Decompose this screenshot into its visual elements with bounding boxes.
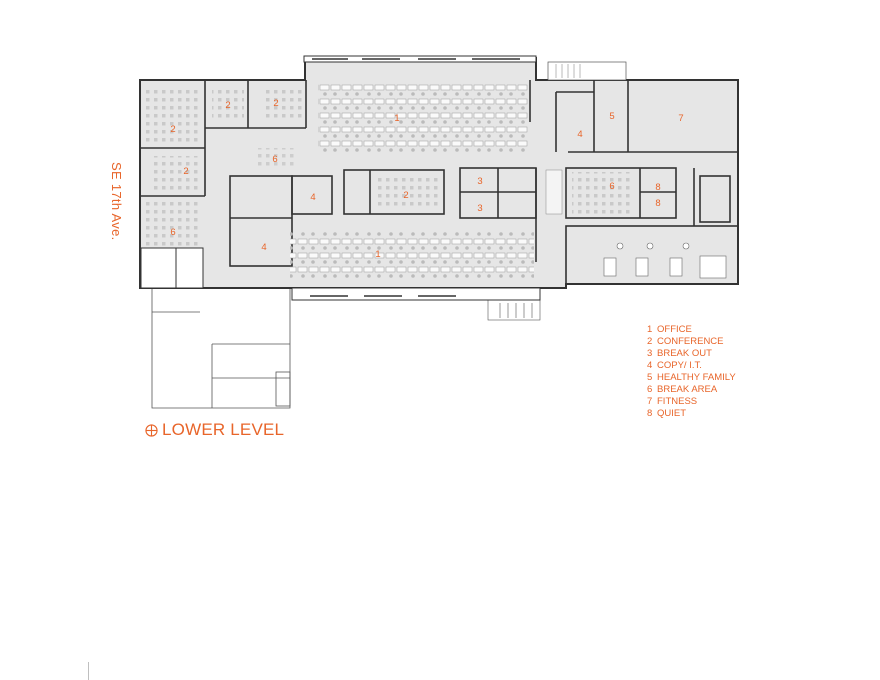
room-label-conference: 2 [170,124,175,135]
room-label-conference: 2 [273,98,278,109]
room-label-break-out: 3 [477,176,482,187]
room-label-conference: 2 [183,166,188,177]
room-label-copy-it: 4 [310,192,315,203]
room-label-quiet: 8 [655,198,660,209]
stair-south [487,299,541,321]
office-desks [145,84,634,280]
room-label-break-area: 6 [170,227,175,238]
room-label-quiet: 8 [655,182,660,193]
room-label-break-area: 6 [272,154,277,165]
room-label-copy-it: 4 [261,242,266,253]
page-margin-line [88,662,89,680]
room-labels: 2 2 2 2 2 6 6 6 1 1 4 4 4 3 3 5 7 8 8 [170,98,683,260]
room-label-office: 1 [394,113,399,124]
restroom-fixtures [603,242,727,279]
room-label-healthy-family: 5 [609,111,614,122]
room-label-break-area: 6 [609,181,614,192]
north-arrow-icon [145,423,158,437]
level-title: LOWER LEVEL [145,420,284,440]
room-label-break-out: 3 [477,203,482,214]
interior-walls [140,80,739,285]
room-label-fitness: 7 [678,113,683,124]
street-label: SE 17th Ave. [109,162,124,241]
room-label-conference: 2 [403,190,408,201]
room-label-office: 1 [375,249,380,260]
room-label-copy-it: 4 [577,129,582,140]
lower-annex [151,288,291,409]
level-label: LOWER LEVEL [162,420,285,439]
room-label-conference: 2 [225,100,230,111]
